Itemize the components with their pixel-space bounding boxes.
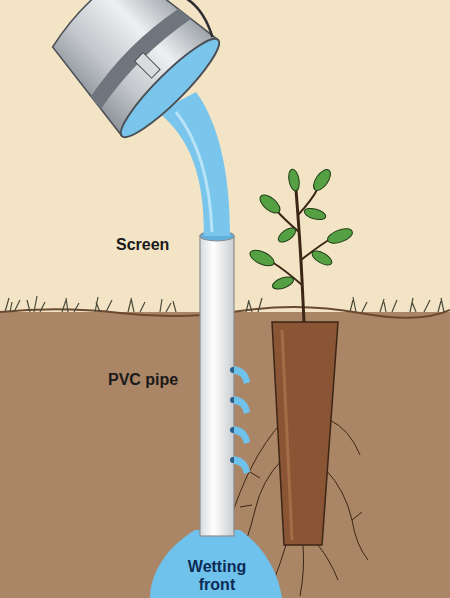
part-label: Screen [116, 236, 169, 254]
pipe-holes [230, 367, 236, 463]
bucket [38, 0, 233, 146]
drips [234, 366, 250, 474]
sapling [248, 167, 355, 322]
tube-highlight [282, 330, 292, 540]
zone-label: Wetting front [172, 558, 262, 593]
water-stream [158, 92, 230, 236]
water-highlight [176, 112, 212, 232]
pvc-pipe [200, 236, 234, 536]
wetting-front [150, 530, 282, 598]
part-label: PVC pipe [108, 371, 178, 389]
tree-tube [272, 322, 338, 545]
